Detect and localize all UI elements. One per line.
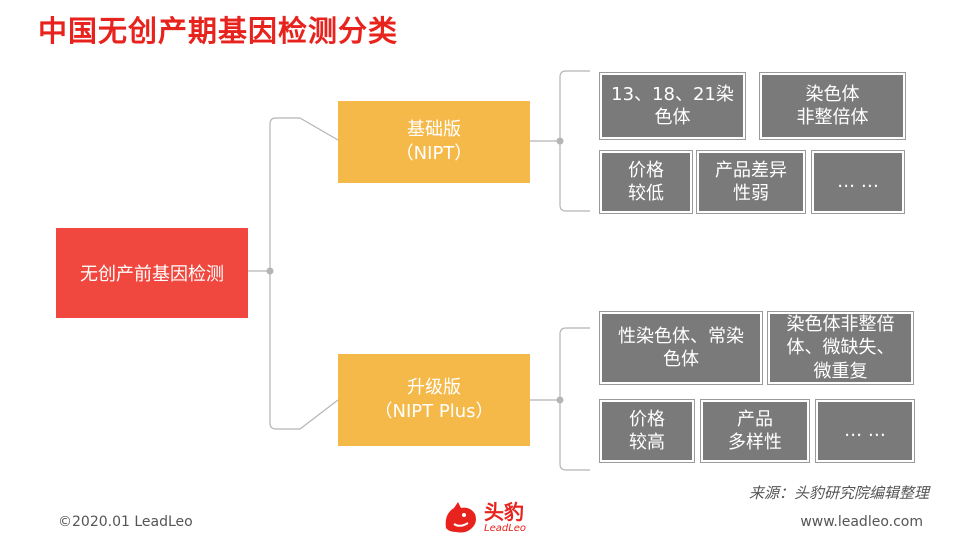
upgrade-node: 升级版 （NIPT Plus）	[338, 354, 530, 446]
page-title: 中国无创产期基因检测分类	[38, 14, 399, 48]
logo-en-text: LeadLeo	[484, 523, 527, 534]
upgrade-item: 性染色体、常染 色体	[600, 312, 762, 384]
logo-cn-text: 头豹	[484, 500, 524, 524]
basic-item: 染色体 非整倍体	[760, 73, 905, 139]
upgrade-item: … …	[816, 400, 914, 462]
upgrade-label: 升级版 （NIPT Plus）	[374, 376, 494, 422]
upgrade-item: 价格 较高	[600, 400, 694, 462]
copyright-text: ©2020.01 LeadLeo	[58, 514, 193, 530]
leadleo-logo: 头豹 LeadLeo	[440, 498, 526, 538]
source-note: 来源：头豹研究院编辑整理	[748, 484, 929, 502]
basic-item: 价格 较低	[600, 151, 692, 213]
root-label: 无创产前基因检测	[80, 264, 224, 285]
website-text: www.leadleo.com	[800, 514, 923, 530]
root-node: 无创产前基因检测	[56, 228, 248, 318]
leopard-logo-icon	[445, 502, 476, 533]
basic-item: … …	[812, 151, 904, 213]
upgrade-item: 染色体非整倍 体、微缺失、 微重复	[768, 312, 913, 384]
basic-item: 产品差异 性弱	[697, 151, 805, 213]
basic-item: 13、18、21染 色体	[600, 73, 745, 139]
upgrade-item: 产品 多样性	[701, 400, 809, 462]
basic-label: 基础版 （NIPT）	[395, 118, 473, 164]
basic-node: 基础版 （NIPT）	[338, 101, 530, 183]
